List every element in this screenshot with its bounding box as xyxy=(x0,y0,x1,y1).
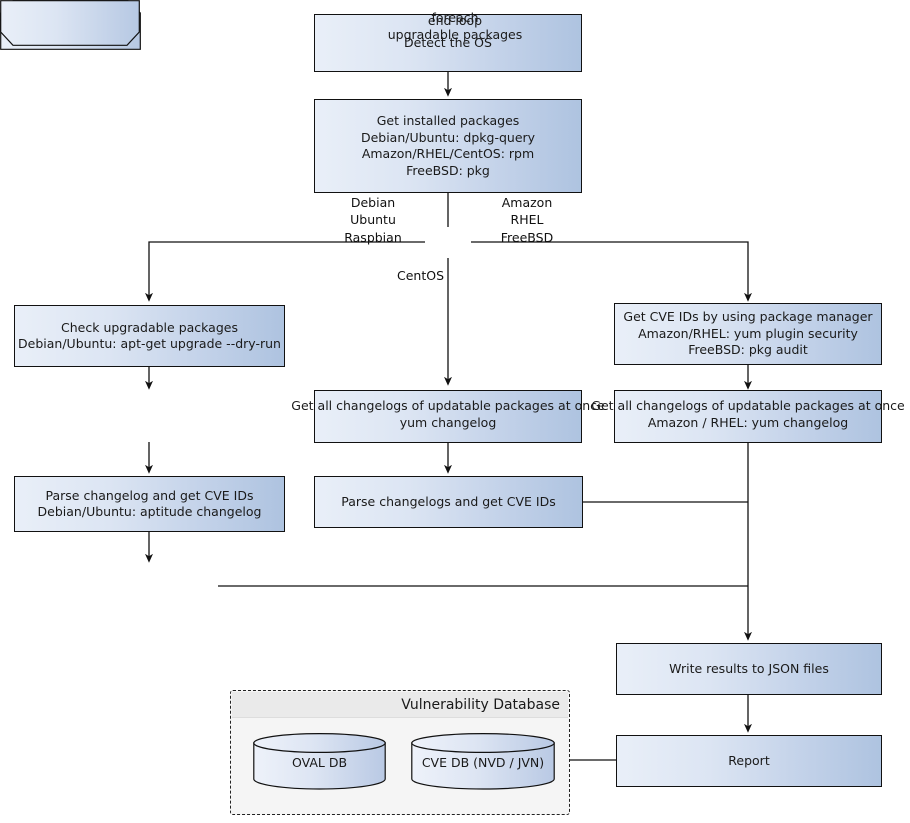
node-get-changelogs-right[interactable] xyxy=(614,390,882,443)
node-foreach-loop-line1: foreach xyxy=(431,10,479,25)
node-get-installed-packages-line4: FreeBSD: pkg xyxy=(406,162,490,178)
group-vulnerability-database-title: Vulnerability Database xyxy=(232,692,568,718)
node-foreach-loop-line2: upgradable packages xyxy=(387,26,523,42)
node-get-changelogs-center[interactable] xyxy=(314,390,582,443)
node-get-installed-packages[interactable]: Get installed packages Debian/Ubuntu: dp… xyxy=(314,99,582,193)
node-parse-changelog-left[interactable]: Parse changelog and get CVE IDs Debian/U… xyxy=(14,476,285,532)
node-parse-changelog-left-line2: Debian/Ubuntu: aptitude changelog xyxy=(37,504,262,519)
group-vulnerability-database-title-text: Vulnerability Database xyxy=(401,697,560,713)
node-end-loop[interactable]: end loop xyxy=(0,0,482,136)
node-get-cve-ids-right[interactable]: Get CVE IDs by using package manager Ama… xyxy=(614,303,882,365)
node-get-cve-ids-right-line2: Amazon/RHEL: yum plugin security xyxy=(638,325,858,341)
node-write-results[interactable]: Write results to JSON files xyxy=(616,643,882,695)
node-get-cve-ids-right-line1: Get CVE IDs by using package manager xyxy=(623,309,873,325)
node-get-cve-ids-right-line3: FreeBSD: pkg audit xyxy=(688,342,808,358)
node-report-label: Report xyxy=(728,752,770,768)
node-check-upgradable[interactable]: Check upgradable packages Debian/Ubuntu:… xyxy=(14,305,285,367)
node-get-installed-packages-line3: Amazon/RHEL/CentOS: rpm xyxy=(361,146,535,161)
database-oval-db-label: OVAL DB xyxy=(291,755,348,770)
node-detect-os-label: Detect the OS xyxy=(404,34,492,50)
node-foreach-loop[interactable]: foreach upgradable packages xyxy=(0,0,522,90)
node-parse-changelog-left-line1: Parse changelog and get CVE IDs xyxy=(45,487,254,503)
edge-branch-right xyxy=(471,241,752,302)
node-parse-changelogs-center-label: Parse changelogs and get CVE IDs xyxy=(341,493,556,509)
node-foreach-loop-label: foreach upgradable packages xyxy=(0,10,910,43)
node-get-installed-packages-line2: Debian/Ubuntu: dpkg-query xyxy=(360,129,536,145)
node-detect-os[interactable]: Detect the OS xyxy=(314,14,582,72)
edge-label-center-branch: CentOS xyxy=(374,267,444,284)
node-end-loop-label: end loop xyxy=(427,13,483,28)
node-parse-changelogs-center[interactable]: Parse changelogs and get CVE IDs xyxy=(314,476,583,528)
database-cve-db[interactable]: CVE DB (NVD / JVN) xyxy=(411,733,555,790)
node-report[interactable]: Report xyxy=(616,735,882,787)
edge-label-center-branch-text: CentOS xyxy=(396,268,444,283)
node-check-upgradable-line2: Debian/Ubuntu: apt-get upgrade --dry-run xyxy=(18,336,281,351)
database-cve-db-label: CVE DB (NVD / JVN) xyxy=(421,755,545,770)
database-oval-db[interactable]: OVAL DB xyxy=(253,733,386,790)
node-check-upgradable-line1: Check upgradable packages xyxy=(61,319,238,335)
node-get-installed-packages-line1: Get installed packages xyxy=(376,113,520,128)
node-write-results-label: Write results to JSON files xyxy=(669,660,829,676)
